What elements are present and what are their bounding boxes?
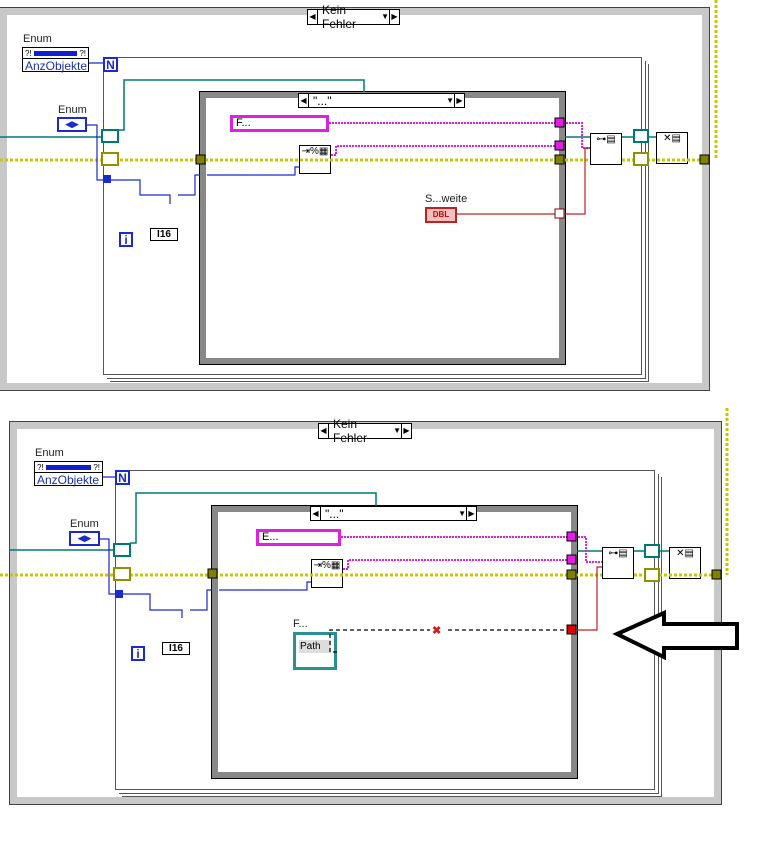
path-label: F...	[293, 618, 308, 630]
increment-arrow-icon[interactable]: ▶	[389, 10, 399, 24]
enum2-constant[interactable]: ◀▶	[57, 117, 87, 132]
loop-count-terminal[interactable]: N	[103, 57, 118, 72]
string-constant[interactable]: E...	[256, 529, 341, 546]
iteration-terminal: i	[131, 646, 145, 661]
close-reference-node[interactable]: ✕▤	[669, 547, 701, 579]
enum-constant[interactable]: ?!?!AnzObjekte	[34, 461, 103, 487]
double-label: S...weite	[425, 193, 468, 205]
format-into-string-node[interactable]: ⇥%▦	[311, 559, 343, 588]
enum2-constant[interactable]: ◀▶	[69, 531, 100, 546]
inner-case-structure-bottom[interactable]	[211, 505, 578, 779]
close-reference-node[interactable]: ✕▤	[656, 132, 688, 164]
inner-selector-top[interactable]: ◀"..."▼▶	[298, 93, 465, 108]
inner-case-structure-top[interactable]	[199, 91, 566, 365]
enum2-label: Enum	[58, 104, 87, 116]
case-selector-top[interactable]: ◀Kein Fehler▼▶	[307, 3, 400, 31]
string-constant[interactable]: F...	[230, 115, 329, 132]
type-constant[interactable]: I16	[162, 642, 190, 655]
decrement-arrow-icon[interactable]: ◀	[308, 10, 318, 24]
set-property-node[interactable]: ⊶▤	[602, 547, 634, 579]
iteration-terminal: i	[119, 232, 133, 247]
path-constant[interactable]: Path	[293, 632, 337, 670]
enum-label: Enum	[35, 447, 64, 459]
enum-label: Enum	[23, 33, 52, 45]
case-selector-bottom[interactable]: ◀Kein Fehler▼▶	[318, 417, 412, 445]
loop-count-terminal[interactable]: N	[115, 470, 130, 485]
format-into-string-node[interactable]: ⇥%▦	[299, 145, 331, 174]
enum2-label: Enum	[70, 518, 99, 530]
inner-selector-bottom[interactable]: ◀"..."▼▶	[310, 506, 477, 521]
double-constant[interactable]: DBL	[425, 207, 457, 223]
set-property-node[interactable]: ⊶▤	[590, 133, 622, 165]
enum-constant[interactable]: ?!?!AnzObjekte	[22, 47, 89, 73]
type-constant[interactable]: I16	[150, 228, 178, 241]
